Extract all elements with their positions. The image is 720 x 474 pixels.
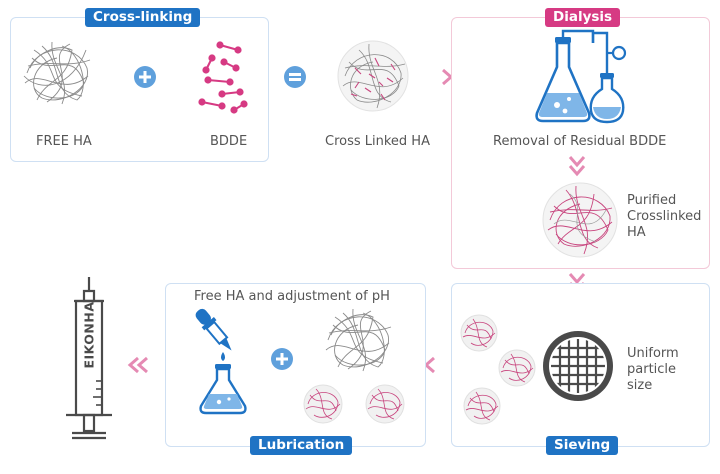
purified-line-1: Purified xyxy=(627,193,677,208)
sieving-tag: Sieving xyxy=(546,436,619,455)
purified-line-3: HA xyxy=(627,225,646,240)
double-chevron-left-icon xyxy=(127,356,148,374)
uniform-line-1: Uniform xyxy=(627,346,679,361)
lubrication-heading: Free HA and adjustment of pH xyxy=(194,289,390,304)
uniform-size-label: Uniform particle size xyxy=(627,346,679,394)
free-ha-fibers-icon xyxy=(23,41,91,105)
syringe-icon xyxy=(66,277,112,440)
uniform-line-3: size xyxy=(627,378,653,393)
flask-apparatus-icon xyxy=(535,29,627,124)
cross-linked-ha-icon xyxy=(337,40,409,112)
dialysis-tag: Dialysis xyxy=(545,8,621,27)
bdde-label: BDDE xyxy=(210,134,248,149)
purified-ha-icon xyxy=(542,182,618,258)
dropper-icon xyxy=(195,308,247,415)
particle-icon xyxy=(463,387,501,425)
particle-icon xyxy=(365,384,405,424)
particle-icon xyxy=(460,314,498,352)
free-ha-fibers-icon xyxy=(325,308,392,372)
particle-icon xyxy=(498,349,536,387)
lubrication-tag: Lubrication xyxy=(250,436,353,455)
cross-linked-ha-label: Cross Linked HA xyxy=(325,134,430,149)
uniform-line-2: particle xyxy=(627,362,677,377)
plus-icon xyxy=(271,348,293,370)
cross-linking-panel xyxy=(10,17,269,162)
removal-step-label: Removal of Residual BDDE xyxy=(493,134,667,149)
sieve-icon xyxy=(543,331,613,401)
bdde-molecules-icon xyxy=(198,41,248,114)
double-chevron-down-icon xyxy=(568,156,586,177)
particle-icon xyxy=(303,384,343,424)
cross-linking-tag: Cross-linking xyxy=(85,8,201,27)
purified-line-2: Crosslinked xyxy=(627,209,702,224)
free-ha-label: FREE HA xyxy=(36,134,92,149)
equals-icon xyxy=(284,66,306,88)
plus-icon xyxy=(134,66,156,88)
syringe-label: EIKONHA xyxy=(81,301,97,369)
purified-ha-label: Purified Crosslinked HA xyxy=(627,193,701,241)
